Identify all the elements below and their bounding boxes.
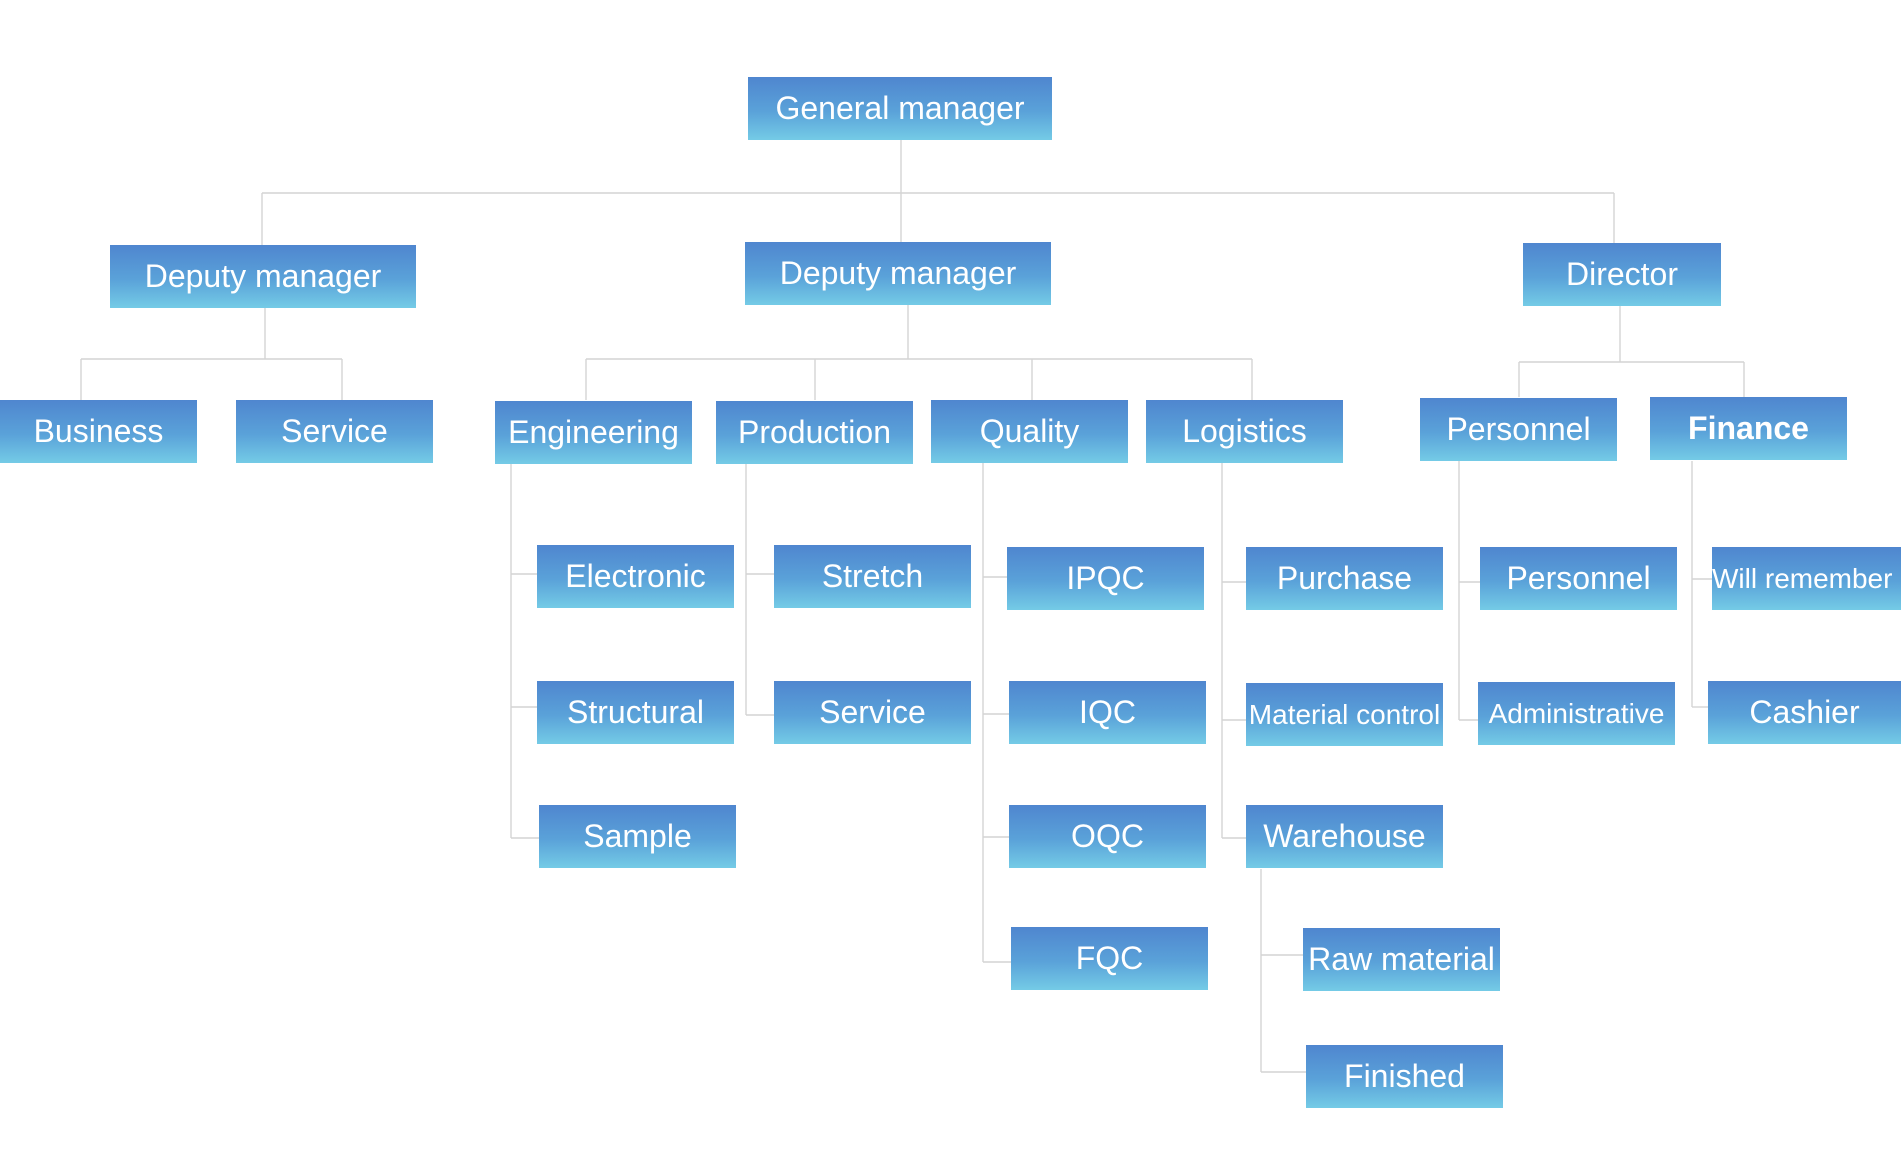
node-service-production[interactable]: Service — [774, 681, 971, 744]
node-stretch[interactable]: Stretch — [774, 545, 971, 608]
node-sample[interactable]: Sample — [539, 805, 736, 868]
node-logistics[interactable]: Logistics — [1146, 400, 1343, 463]
node-fqc[interactable]: FQC — [1011, 927, 1208, 990]
node-personnel-dept[interactable]: Personnel — [1420, 398, 1617, 461]
node-quality[interactable]: Quality — [931, 400, 1128, 463]
node-electronic[interactable]: Electronic — [537, 545, 734, 608]
node-purchase[interactable]: Purchase — [1246, 547, 1443, 610]
node-oqc[interactable]: OQC — [1009, 805, 1206, 868]
node-structural[interactable]: Structural — [537, 681, 734, 744]
node-finance[interactable]: Finance — [1650, 397, 1847, 460]
node-material-control[interactable]: Material control — [1246, 683, 1443, 746]
node-raw-material[interactable]: Raw material — [1303, 928, 1500, 991]
node-production[interactable]: Production — [716, 401, 913, 464]
node-administrative[interactable]: Administrative — [1478, 682, 1675, 745]
node-will-remember[interactable]: Will remember — [1712, 547, 1901, 610]
node-director[interactable]: Director — [1523, 243, 1721, 306]
node-ipqc[interactable]: IPQC — [1007, 547, 1204, 610]
node-finished[interactable]: Finished — [1306, 1045, 1503, 1108]
node-deputy-manager-left[interactable]: Deputy manager — [110, 245, 416, 308]
node-engineering[interactable]: Engineering — [495, 401, 692, 464]
node-warehouse[interactable]: Warehouse — [1246, 805, 1443, 868]
node-iqc[interactable]: IQC — [1009, 681, 1206, 744]
node-cashier[interactable]: Cashier — [1708, 681, 1901, 744]
node-personnel[interactable]: Personnel — [1480, 547, 1677, 610]
node-deputy-manager-center[interactable]: Deputy manager — [745, 242, 1051, 305]
node-service-left[interactable]: Service — [236, 400, 433, 463]
node-general-manager[interactable]: General manager — [748, 77, 1052, 140]
node-business[interactable]: Business — [0, 400, 197, 463]
